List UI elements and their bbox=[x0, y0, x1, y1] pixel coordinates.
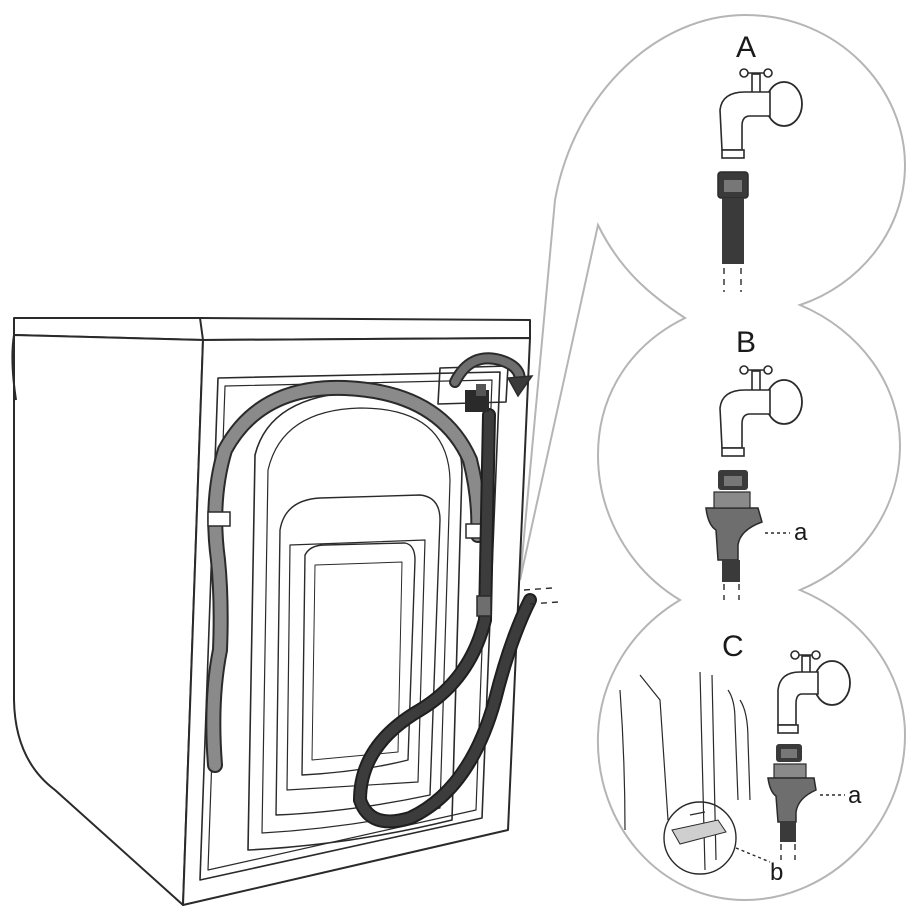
panel-b: B a bbox=[705, 326, 808, 600]
panel-a-letter: A bbox=[736, 31, 756, 64]
callout-bubble bbox=[519, 13, 907, 902]
inlet-hose bbox=[352, 384, 559, 829]
tap-icon bbox=[777, 650, 821, 734]
wall-flange-icon bbox=[765, 379, 803, 425]
hose-clip-left bbox=[207, 511, 231, 527]
magnifier-circle bbox=[663, 801, 737, 875]
panel-c-letter: C bbox=[722, 630, 744, 663]
inlet-valve-box bbox=[437, 365, 509, 405]
drain-hose bbox=[205, 379, 489, 773]
panel-c-label-a: a bbox=[848, 782, 862, 809]
wall-flange-icon bbox=[765, 81, 803, 127]
rotate-arrow-icon bbox=[449, 352, 534, 398]
wall-flange-icon bbox=[813, 660, 851, 706]
tap-icon bbox=[719, 68, 773, 159]
panel-b-label-a: a bbox=[794, 519, 808, 546]
panel-b-letter: B bbox=[736, 326, 756, 359]
aquastop-adapter bbox=[705, 470, 763, 600]
machine-side bbox=[13, 334, 204, 906]
tap-icon bbox=[719, 365, 773, 457]
machine-back-panel bbox=[182, 337, 531, 906]
panel-c: C b bbox=[619, 630, 862, 886]
hose-fitting bbox=[717, 171, 749, 292]
panel-a: A bbox=[717, 31, 803, 292]
aquastop-adapter bbox=[767, 744, 817, 860]
panel-c-label-b: b bbox=[770, 859, 783, 886]
